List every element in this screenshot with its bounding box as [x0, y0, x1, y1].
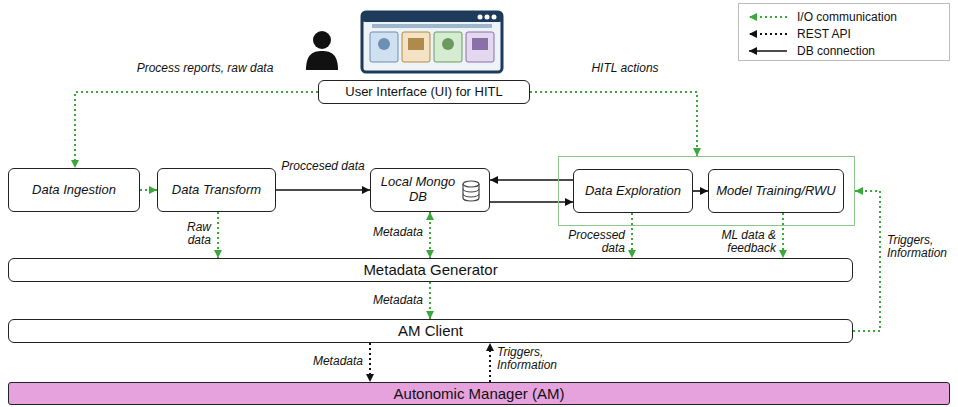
edge-label: Triggers, Information — [886, 234, 956, 260]
legend-text: REST API — [797, 27, 851, 41]
process-box: Autonomic Manager (AM) — [8, 382, 950, 405]
connector — [530, 92, 697, 156]
connector — [490, 179, 573, 181]
legend-sample — [747, 28, 789, 40]
connector — [276, 189, 370, 191]
legend-row: DB connection — [747, 43, 941, 59]
edge-label: Processed data — [558, 229, 626, 255]
edge-label: Metadata — [312, 355, 364, 368]
legend-row: I/O communication — [747, 9, 941, 25]
connector — [853, 191, 880, 331]
connector — [140, 189, 157, 191]
node-label: AM Client — [398, 322, 463, 339]
legend-sample — [747, 11, 789, 23]
legend-row: REST API — [747, 26, 941, 42]
edge-label: Metadata — [372, 294, 424, 307]
edge-label: HITL actions — [590, 62, 659, 75]
connector — [217, 212, 219, 258]
connector — [693, 190, 708, 192]
process-box: Data Ingestion — [8, 168, 140, 212]
process-box: Local Mongo DB — [370, 168, 490, 212]
process-box: AM Client — [8, 319, 853, 343]
edge-label: Process reports, raw data — [136, 62, 275, 75]
database-icon — [461, 179, 481, 203]
process-box: Data Exploration — [573, 169, 693, 213]
node-label: Data Transform — [172, 183, 261, 198]
node-label: Model Training/RWU — [716, 184, 835, 199]
legend-sample — [747, 45, 789, 57]
process-box: Metadata Generator — [8, 258, 853, 282]
edge-label: ML data & feedback — [705, 229, 777, 255]
connector — [489, 343, 491, 382]
edge-label: Raw data — [170, 221, 212, 247]
edge-label: Triggers, Information — [496, 346, 570, 372]
edge-label: Proccesed data — [280, 160, 365, 173]
connector — [631, 213, 633, 258]
node-label: User Interface (UI) for HITL — [345, 85, 502, 100]
connector — [490, 201, 573, 203]
node-label: Data Ingestion — [32, 183, 116, 198]
connector — [75, 92, 318, 168]
connector — [782, 213, 784, 258]
connector — [429, 212, 431, 258]
legend-box: I/O communicationREST API DB connection — [738, 3, 950, 61]
legend-text: I/O communication — [797, 10, 897, 24]
ui-screenshot — [362, 12, 502, 72]
node-label: Local Mongo DB — [377, 175, 459, 205]
legend-text: DB connection — [797, 44, 875, 58]
edge-label: Metadata — [372, 226, 424, 239]
node-label: Metadata Generator — [363, 261, 497, 278]
process-box: Data Transform — [157, 168, 276, 212]
user-icon — [306, 31, 338, 70]
process-box: User Interface (UI) for HITL — [318, 80, 530, 104]
connector — [369, 343, 371, 382]
node-label: Data Exploration — [585, 184, 681, 199]
node-label: Autonomic Manager (AM) — [394, 385, 565, 402]
connector — [429, 282, 431, 319]
process-box: Model Training/RWU — [708, 169, 844, 213]
group-box: Data Exploration Model Training/RWU — [558, 156, 855, 226]
